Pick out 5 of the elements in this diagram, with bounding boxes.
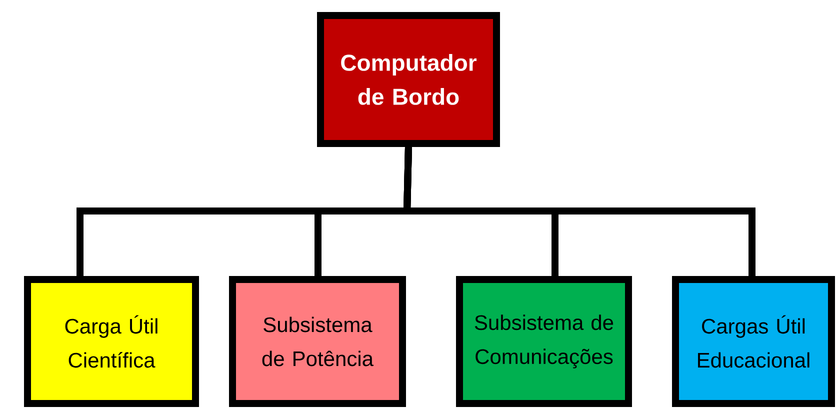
root-box: Computador de Bordo <box>317 12 500 147</box>
subsystem-box: Cargas Útil Educacional <box>672 276 835 407</box>
subsystem-box: Subsistema de Comunicações <box>456 276 632 407</box>
subsystem-box: Subsistema de Potência <box>229 276 406 407</box>
subsystem-box: Carga Útil Científica <box>24 276 199 407</box>
